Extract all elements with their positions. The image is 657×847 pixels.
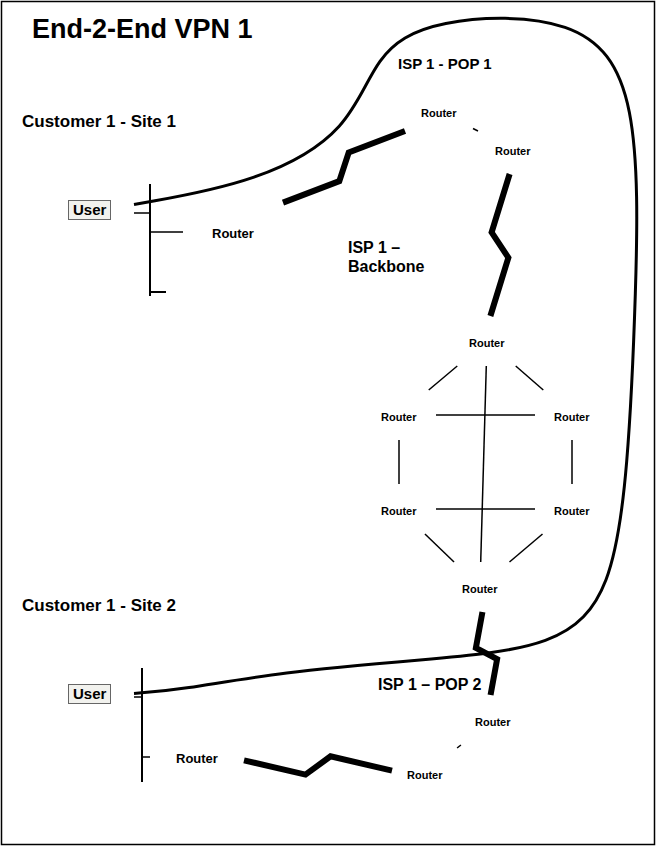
site-heading: Customer 1 - Site 2 [22, 596, 176, 616]
site-heading: ISP 1 – POP 2 [378, 675, 481, 694]
router-label: Router [176, 751, 218, 767]
user-computer: User [38, 652, 134, 742]
network-link [134, 697, 150, 757]
site-heading: ISP 1 – Backbone [348, 238, 448, 276]
site-box: UserRouter Customer 1 - Site 1 [22, 112, 316, 318]
network-link [436, 414, 535, 416]
site-cube [348, 238, 640, 642]
network-link [571, 440, 573, 484]
router-label: Router [407, 769, 442, 782]
user-label: User [68, 200, 111, 220]
site-box: UserRouter Customer 1 - Site 2 [22, 596, 316, 802]
network-link [509, 534, 542, 562]
router-label: Router [469, 337, 504, 350]
router-label: Router [554, 411, 589, 424]
network-link [429, 366, 458, 390]
wan-link [283, 131, 405, 203]
site-box: RouterRouterRouterRouterRouterRouterISP … [348, 238, 640, 642]
router-label: Router [554, 505, 589, 518]
lan-bus-stub [150, 291, 166, 293]
diagram-title: End-2-End VPN 1 [32, 14, 253, 45]
router-icon: Router [478, 124, 548, 174]
site-cube [378, 675, 636, 803]
router-icon: Router [535, 484, 609, 534]
site-heading: ISP 1 - POP 1 [398, 55, 492, 73]
wan-link [244, 756, 392, 774]
network-link [134, 213, 183, 232]
router-label: Router [381, 411, 416, 424]
router-label: Router [495, 145, 530, 158]
router-label: Router [421, 107, 456, 120]
router-label: Router [462, 583, 497, 596]
site-cube [22, 112, 316, 318]
network-link [481, 366, 487, 562]
router-icon: Router [183, 196, 283, 268]
network-link [425, 534, 454, 562]
network-link [457, 745, 461, 748]
site-box: RouterRouterISP 1 – POP 2 [378, 675, 636, 803]
site-cube [22, 596, 316, 802]
user-computer: User [38, 168, 134, 258]
router-label: Router [475, 716, 510, 729]
site-box: RouterRouterISP 1 - POP 1 [398, 55, 598, 187]
router-label: Router [381, 505, 416, 518]
user-label: User [68, 684, 111, 704]
router-label: Router [212, 226, 254, 242]
router-icon: Router [405, 88, 473, 134]
network-link [398, 440, 400, 484]
router-icon: Router [392, 748, 458, 798]
router-icon: Router [362, 390, 436, 440]
site-heading: Customer 1 - Site 1 [22, 112, 176, 132]
router-icon: Router [460, 695, 526, 745]
site-cube [398, 55, 598, 187]
router-icon: Router [443, 562, 517, 612]
network-link [473, 128, 478, 131]
network-link [436, 508, 535, 510]
router-icon: Router [150, 722, 244, 792]
network-link [516, 366, 544, 390]
wan-link [490, 174, 509, 316]
vpn-tunnel [134, 18, 637, 693]
router-icon: Router [450, 316, 524, 366]
router-icon: Router [535, 390, 609, 440]
router-icon: Router [362, 484, 436, 534]
